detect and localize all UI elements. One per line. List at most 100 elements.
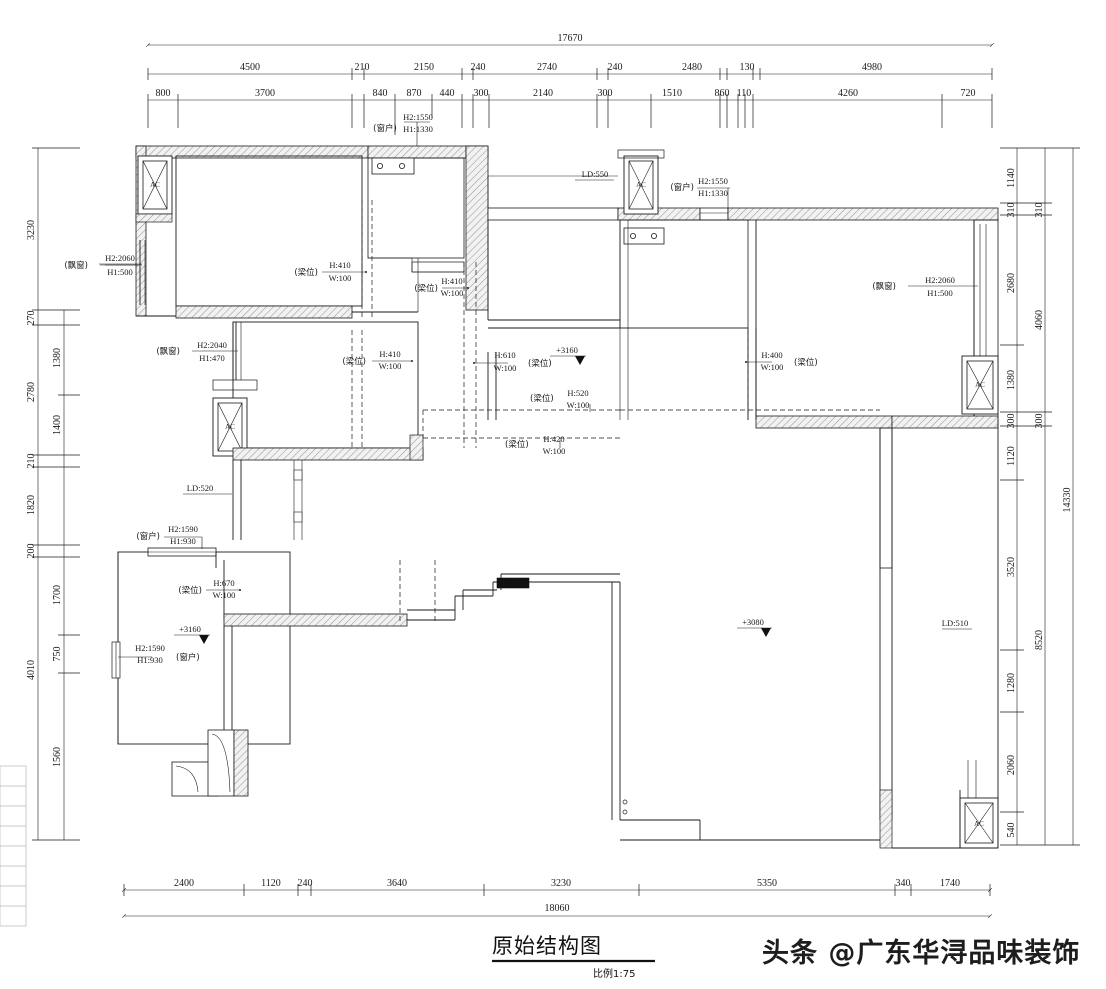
dim-right-in-4: 300 [1006,414,1017,429]
dim-right-in-3: 1380 [1006,370,1017,390]
dim-bottom-2: 240 [298,878,313,889]
beam-hall-south2-h: H:420 [543,434,564,444]
dim-top-r2-12: 720 [961,88,976,99]
dim-top-r1-8: 4980 [862,62,882,73]
dim-left-1: 270 [26,311,37,326]
dim-top-r2-6: 2140 [533,88,553,99]
dim-top-r1-0: 4500 [240,62,260,73]
right-dimension-chain: 1140 310 2680 1380 300 1120 3520 1280 20… [1000,147,1080,846]
ld-550-label: LD:550 [582,169,608,179]
dim-top-r1-2: 2150 [414,62,434,73]
legend-grid [0,765,27,927]
beam-balcony-label: (梁位) [178,585,202,596]
top-dimension-chain: 17670 4500 210 2150 240 2740 240 2480 13… [146,33,994,135]
dim-top-r1-1: 210 [355,62,370,73]
dim-top-r2-5: 300 [474,88,489,99]
dim-top-r2-8: 1510 [662,88,682,99]
elevation-mark-living: +3080 [737,617,772,637]
ac-label-4: AC [975,381,985,389]
annotation-beam-balcony: (梁位) H:670 W:100 [178,578,241,600]
dim-right-in-5: 1120 [1006,446,1017,466]
bay-window-left-upper-h2: H2:2060 [105,253,135,263]
dim-top-r2-11: 4260 [838,88,858,99]
annotation-ld-550: LD:550 [575,169,614,181]
beam-hall-center-label: (梁位) [528,358,552,369]
window-note-top-center-h2: H2:1550 [403,112,433,122]
dim-bottom-4: 3230 [551,878,571,889]
beam-bedroom-lower-h: H:410 [379,349,400,359]
dim-left-in-3: 750 [52,647,63,662]
dim-right-in-2: 2680 [1006,273,1017,293]
ld-520-label: LD:520 [187,483,213,493]
annotation-bay-window-left-upper: (飘窗) H2:2060 H1:500 [64,253,142,277]
dim-top-r1-7: 130 [740,62,755,73]
beam-bedroom-upper-label: (梁位) [294,267,318,278]
annotation-ld-520: LD:520 [183,483,232,495]
bay-window-left-lower-label: (飘窗) [156,346,180,357]
dim-right-in-0: 1140 [1006,168,1017,188]
window-lower-left-b-h1: H1:930 [137,655,163,665]
elevation-balcony-value: +3160 [179,624,201,634]
dim-right-mid-2: 300 [1034,414,1045,429]
bay-window-left-upper-label: (飘窗) [64,260,88,271]
dim-top-r2-2: 840 [373,88,388,99]
dim-left-in-4: 1560 [52,747,63,767]
annotation-beam-hall-center: H:610 W:100 (梁位) [473,350,552,373]
dim-left-0: 3230 [26,220,37,240]
dim-bottom-1: 1120 [261,878,281,889]
left-dimension-chain: 3230 270 2780 210 1820 200 4010 1380 140… [26,147,80,841]
window-note-top-center-label: (窗户) [373,123,397,134]
dim-top-r2-10: 110 [737,88,752,99]
annotation-beam-hall-right: H:400 W:100 (梁位) [745,350,818,372]
dim-top-r1-4: 2740 [537,62,557,73]
annotation-beam-hall-south2: (梁位) H:420 W:100 [505,434,565,456]
annotation-beam-bedroom-upper: (梁位) H:410 W:100 [294,260,367,283]
bay-window-right-h1: H1:500 [927,288,953,298]
drawing-scale: 比例1:75 [593,967,635,980]
dim-bottom-5: 5350 [757,878,777,889]
beam-bedroom-upper-h: H:410 [329,260,350,270]
beam-hall-south-label: (梁位) [530,393,554,404]
annotation-window-lower-left-b: H2:1590 H1:930 (窗户) [118,643,200,665]
bay-window-right-h2: H2:2060 [925,275,955,285]
dim-bottom-6: 340 [896,878,911,889]
plan-walls: AC AC [111,145,999,849]
beam-hall-south2-w: W:100 [543,446,566,456]
beam-hall-south2-label: (梁位) [505,439,529,450]
beam-hall-right-w: W:100 [761,362,784,372]
dim-top-r2-4: 440 [440,88,455,99]
title-block: 原始结构图 比例1:75 [492,934,655,980]
beam-bedroom-upper-w: W:100 [329,273,352,283]
beam-balcony-w: W:100 [213,590,236,600]
dim-left-3: 210 [26,454,37,469]
dim-top-r2-1: 3700 [255,88,275,99]
annotation-beam-hall-south: (梁位) H:520 W:100 [530,388,591,412]
dim-right-in-6: 3520 [1006,557,1017,577]
window-note-top-center-h1: H1:1330 [403,124,433,134]
dim-bottom-0: 2400 [174,878,194,889]
annotation-bay-window-left-lower: (飘窗) H2:2040 H1:470 [156,340,238,363]
annotation-bay-window-right: (飘窗) H2:2060 H1:500 [872,275,978,298]
dim-left-5: 200 [26,544,37,559]
dim-right-in-8: 2060 [1006,755,1017,775]
window-top-right-h2: H2:1550 [698,176,728,186]
beam-center-upper-h: H:410 [441,276,462,286]
annotation-window-top-right: (窗户) H2:1550 H1:1330 [670,176,730,210]
dim-top-r2-9: 860 [715,88,730,99]
ac-label-3: AC [636,181,646,189]
dim-top-r2-7: 300 [598,88,613,99]
bottom-dimension-chain: 2400 1120 240 3640 3230 5350 340 1740 18… [122,878,992,918]
dim-bottom-7: 1740 [940,878,960,889]
window-top-right-label: (窗户) [670,182,694,193]
beam-dashed-lines [351,200,880,624]
elevation-mark-hall: +3160 [550,345,586,365]
beam-hall-right-h: H:400 [761,350,782,360]
elevation-living-value: +3080 [742,617,764,627]
annotation-ld-510: LD:510 [942,618,972,630]
dim-right-in-1: 310 [1006,203,1017,218]
watermark-text: 头条 @广东华浔品味装饰 [762,937,1080,969]
dim-right-mid-1: 4060 [1034,310,1045,330]
ac-label-1: AC [150,181,160,189]
dim-left-2: 2780 [26,382,37,402]
